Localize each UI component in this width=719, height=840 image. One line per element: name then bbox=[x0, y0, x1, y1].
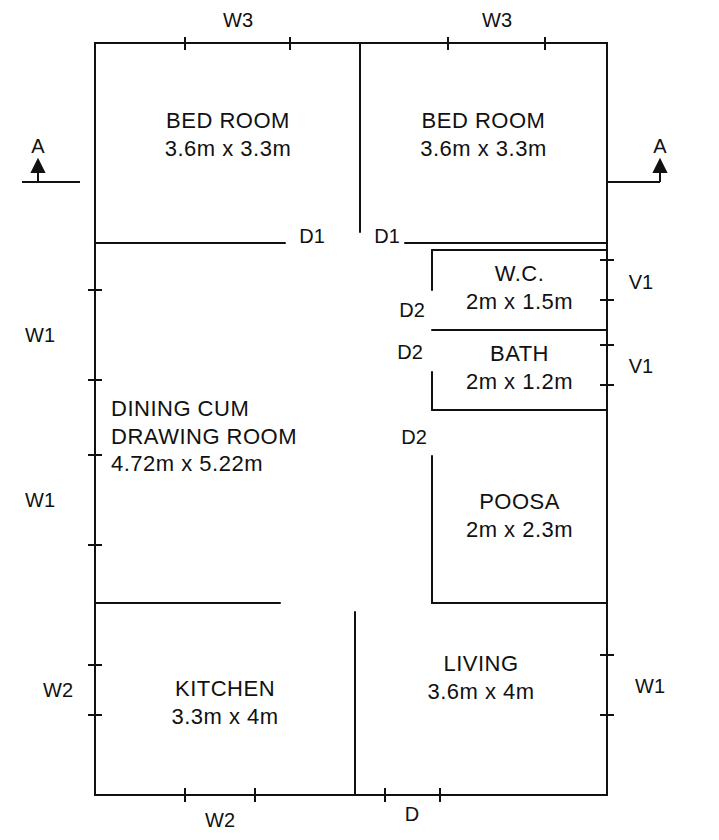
room-area: KITCHEN3.3m x 4m bbox=[97, 605, 353, 793]
room-label: 2m x 1.2m bbox=[466, 368, 573, 396]
opening-label: W3 bbox=[480, 9, 514, 31]
room-area: BATH2m x 1.2m bbox=[434, 332, 605, 408]
room-area: DINING CUM DRAWING ROOM4.72m x 5.22m bbox=[97, 245, 430, 601]
room-label: 4.72m x 5.22m bbox=[111, 450, 263, 478]
opening-label: D1 bbox=[297, 225, 327, 247]
room-label: BED ROOM bbox=[422, 107, 546, 135]
wall bbox=[432, 602, 607, 604]
opening-label: A bbox=[651, 135, 668, 157]
wall bbox=[359, 43, 361, 232]
room-area: BED ROOM3.6m x 3.3m bbox=[97, 45, 359, 241]
wall bbox=[431, 372, 433, 410]
wall bbox=[95, 602, 280, 604]
wall bbox=[431, 250, 433, 290]
opening-label: W1 bbox=[633, 675, 667, 697]
room-label: BED ROOM bbox=[166, 107, 290, 135]
room-label: W.C. bbox=[495, 260, 545, 288]
wall bbox=[405, 242, 607, 244]
room-label: BATH bbox=[490, 340, 549, 368]
wall bbox=[432, 329, 607, 331]
opening-label: D1 bbox=[372, 225, 402, 247]
opening-label: V1 bbox=[627, 355, 655, 377]
opening-label: W3 bbox=[221, 9, 255, 31]
opening-label: W1 bbox=[23, 489, 57, 511]
opening-label: D2 bbox=[397, 299, 427, 321]
section-marks bbox=[22, 160, 666, 182]
wall bbox=[431, 456, 433, 603]
wall bbox=[95, 242, 285, 244]
opening-label: D2 bbox=[399, 426, 429, 448]
room-label: 2m x 2.3m bbox=[466, 516, 573, 544]
opening-label: D bbox=[403, 803, 421, 825]
wall bbox=[354, 612, 356, 795]
outer-wall bbox=[95, 43, 607, 795]
room-label: DINING CUM DRAWING ROOM bbox=[111, 395, 306, 450]
room-area: LIVING3.6m x 4m bbox=[357, 605, 605, 793]
wall bbox=[432, 409, 607, 411]
opening-ticks bbox=[88, 37, 614, 802]
opening-label: W2 bbox=[203, 809, 237, 831]
room-label: KITCHEN bbox=[175, 675, 275, 703]
opening-label: W2 bbox=[41, 679, 75, 701]
room-label: 3.6m x 4m bbox=[427, 678, 534, 706]
opening-label: D2 bbox=[395, 341, 425, 363]
room-label: 3.3m x 4m bbox=[171, 703, 278, 731]
room-label: 3.6m x 3.3m bbox=[165, 135, 292, 163]
room-label: POOSA bbox=[479, 488, 560, 516]
room-label: 3.6m x 3.3m bbox=[420, 135, 547, 163]
wall bbox=[432, 249, 607, 251]
opening-label: V1 bbox=[627, 271, 655, 293]
opening-label: A bbox=[29, 135, 46, 157]
room-area: BED ROOM3.6m x 3.3m bbox=[362, 45, 605, 241]
room-label: LIVING bbox=[443, 650, 518, 678]
room-label: 2m x 1.5m bbox=[466, 288, 573, 316]
room-area: POOSA2m x 2.3m bbox=[434, 458, 605, 601]
opening-label: W1 bbox=[23, 324, 57, 346]
room-area: W.C.2m x 1.5m bbox=[434, 252, 605, 328]
